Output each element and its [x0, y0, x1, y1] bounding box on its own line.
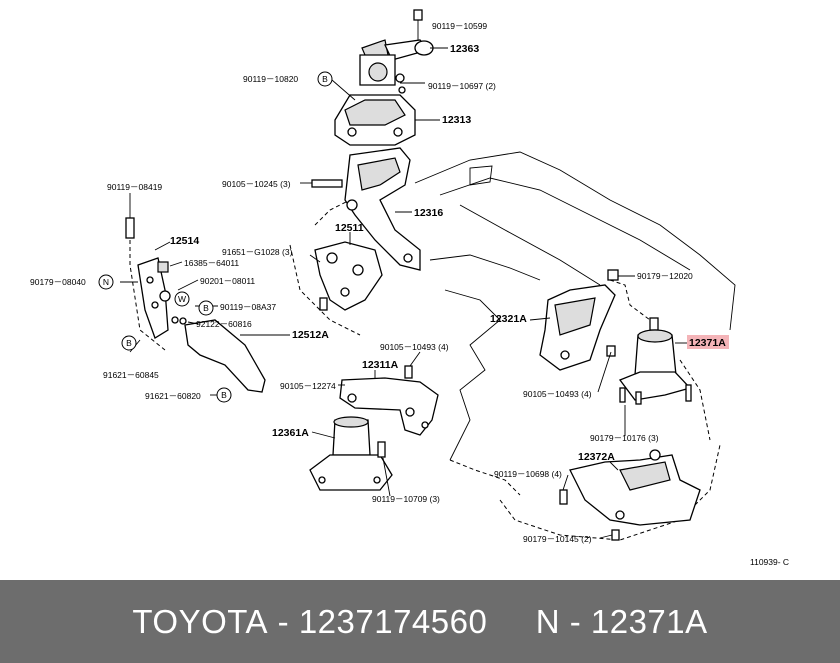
- label-12363: 12363: [450, 43, 479, 55]
- label-90119-10820: 90119－10820: [243, 74, 298, 84]
- part-12361a-mount: [309, 416, 393, 491]
- circle-mark-w: W: [178, 294, 186, 304]
- part-12316-bracket: [311, 147, 421, 271]
- circle-mark-b: B: [322, 74, 328, 84]
- label-90119-10697: 90119－10697 (2): [428, 81, 496, 91]
- label-12371a: 12371A: [689, 337, 726, 349]
- part-labels: 90119－10599 12363 90119－10820 90119－1069…: [30, 21, 789, 567]
- diagram-code: 110939- C: [750, 557, 789, 567]
- footer-banner: TOYOTA - 1237174560 N - 12371A: [0, 580, 840, 663]
- part-12512a-bracket: [171, 316, 290, 393]
- label-12361a: 12361A: [272, 427, 309, 439]
- label-12511: 12511: [335, 222, 364, 234]
- label-90105-10493-left: 90105－10493 (4): [380, 342, 449, 352]
- label-90119-10599: 90119－10599: [432, 21, 487, 31]
- label-12311a: 12311A: [362, 359, 399, 371]
- label-90119-08419: 90119－08419: [107, 182, 162, 192]
- label-90179-10176: 90179－10176 (3): [590, 433, 659, 443]
- highlight-12371a: [687, 335, 729, 349]
- label-92122-60816: 92122－60816: [196, 319, 252, 329]
- label-90179-12020: 90179－12020: [637, 271, 693, 281]
- label-90105-12274: 90105－12274: [280, 381, 336, 391]
- part-12313-bracket: [331, 79, 440, 146]
- part-12311a-bracket: [339, 365, 439, 436]
- label-90119-10698: 90119－10698 (4): [494, 469, 562, 479]
- footer-prefix: N: [535, 602, 561, 640]
- footer-ref: 12371A: [590, 602, 708, 640]
- footer-brand: TOYOTA: [132, 602, 268, 640]
- label-12321a: 12321A: [490, 313, 527, 325]
- label-91651-g1028: 91651－G1028 (3): [222, 247, 293, 257]
- label-16385-64011: 16385－64011: [184, 258, 239, 268]
- part-12371a-mount: [618, 317, 692, 405]
- label-91621-60845: 91621－60845: [103, 370, 159, 380]
- label-90105-10245: 90105－10245 (3): [222, 179, 291, 189]
- engine-outline: [289, 151, 736, 541]
- label-90119-08a37: 90119－08A37: [220, 302, 276, 312]
- label-90179-08040: 90179－08040: [30, 277, 86, 287]
- part-12511-bracket: [309, 232, 383, 311]
- label-90179-10145: 90179－10145 (2): [523, 534, 592, 544]
- label-90105-10493-right: 90105－10493 (4): [523, 389, 592, 399]
- footer-separator: -: [560, 602, 591, 640]
- circle-mark-n: N: [103, 277, 109, 287]
- label-90201-08011: 90201－08011: [200, 276, 255, 286]
- circle-mark-b: B: [126, 338, 132, 348]
- parts-diagram: B N W B B B 90119－10599 12363 90119－1082…: [30, 9, 789, 567]
- label-12316: 12316: [414, 207, 443, 219]
- circle-mark-b: B: [203, 303, 209, 313]
- label-12313: 12313: [442, 114, 471, 126]
- label-90119-10709: 90119－10709 (3): [372, 494, 440, 504]
- label-12512a: 12512A: [292, 329, 329, 341]
- part-12363-torque-rod: [359, 9, 448, 86]
- label-91621-60820: 91621－60820: [145, 391, 201, 401]
- circle-marks: B N W B B B: [98, 71, 333, 403]
- part-12514-bracket: [125, 217, 171, 351]
- label-12372a: 12372A: [578, 451, 615, 463]
- part-12372a-mount: [559, 449, 701, 541]
- part-12321a-bracket: [529, 269, 619, 371]
- footer-part-number: 1237174560: [298, 602, 488, 640]
- footer-separator: -: [267, 602, 299, 640]
- circle-mark-b: B: [221, 390, 227, 400]
- label-12514: 12514: [170, 235, 199, 247]
- footer-gap: [487, 603, 535, 641]
